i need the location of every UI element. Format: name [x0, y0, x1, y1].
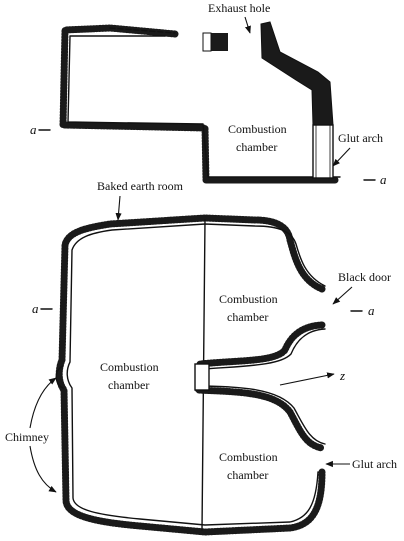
label-main-combustion-2: chamber: [108, 378, 149, 392]
label-upper-combustion-1: Combustion: [219, 292, 278, 306]
arrow-top-glut-arch: [332, 147, 351, 167]
door-block: [194, 363, 210, 391]
chimney-notch: [55, 365, 64, 389]
plan-door-partition-edge: [202, 328, 326, 445]
label-upper-combustion-2: chamber: [227, 310, 268, 324]
arrow-black-door: [332, 286, 353, 305]
label-black-door: Black door: [338, 270, 391, 284]
chimney-wall: [260, 21, 334, 126]
label-plan-a-left: a: [32, 301, 39, 316]
arrow-chimney-upper: [29, 377, 57, 429]
label-exhaust-hole: Exhaust hole: [208, 1, 270, 15]
plan-view: [55, 214, 326, 536]
label-lower-combustion-1: Combustion: [219, 450, 278, 464]
section-view: [59, 21, 341, 184]
label-section-a-left: a: [30, 122, 37, 137]
label-top-combustion-1: Combustion: [228, 122, 287, 136]
section-roof-dashes: [109, 27, 176, 34]
label-bottom-glut-arch: Glut arch: [352, 457, 397, 471]
plan-outer-wall: [55, 214, 326, 536]
arrow-baked-earth-room: [115, 195, 122, 221]
section-inner-edge: [67, 35, 341, 178]
arrow-exhaust-hole: [244, 16, 251, 34]
label-lower-combustion-2: chamber: [227, 468, 268, 482]
plan-inner-edge: [66, 223, 326, 526]
section-outer-wall: [59, 24, 339, 184]
glut-arch-column: [312, 124, 334, 179]
label-top-glut-arch: Glut arch: [338, 131, 383, 145]
label-section-a-right: a: [380, 172, 387, 187]
label-top-combustion-2: chamber: [236, 140, 277, 154]
arrow-chimney-lower: [29, 445, 57, 493]
label-chimney: Chimney: [5, 430, 49, 444]
label-baked-earth-room: Baked earth room: [97, 179, 184, 193]
label-main-combustion-1: Combustion: [100, 360, 159, 374]
label-z: z: [339, 368, 345, 383]
arrow-z: [279, 372, 335, 386]
label-plan-a-right: a: [368, 303, 375, 318]
